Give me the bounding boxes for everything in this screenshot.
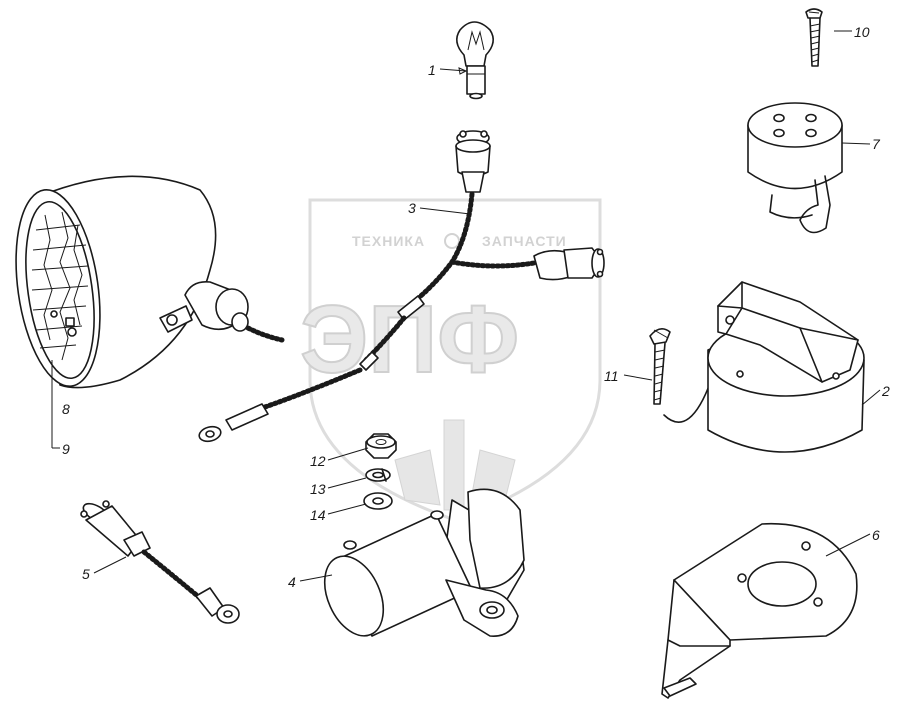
callout-labels: 1 2 3 4 5 6 7 8 9 10 11 12 13 14 [62, 24, 890, 590]
callout-9: 9 [62, 441, 70, 457]
part-12-nut [365, 433, 397, 459]
part-4-capacitor-clamp [323, 488, 525, 637]
part-1-bulb [456, 21, 494, 100]
gear-icon [444, 233, 460, 249]
callout-5: 5 [82, 566, 90, 582]
callout-12: 12 [310, 453, 326, 469]
part-6-mounting-bracket [661, 522, 858, 699]
watermark-right-word: ЗАПЧАСТИ [482, 233, 567, 249]
callout-11: 11 [604, 368, 619, 384]
part-11-screw [649, 328, 671, 405]
headlamp-lens-pattern [31, 211, 89, 361]
part-10-screw [805, 8, 823, 67]
callout-3: 3 [408, 200, 416, 216]
part-5-lamp-socket [80, 500, 240, 624]
part-7-socket [747, 102, 843, 234]
watermark: ТЕХНИКА ЗАПЧАСТИ ЭПФ [299, 198, 602, 522]
watermark-left-word: ТЕХНИКА [352, 233, 425, 249]
part-13-spring-washer [365, 468, 391, 482]
part-3-wiring-harness [198, 130, 605, 443]
callout-4: 4 [288, 574, 296, 590]
callout-6: 6 [872, 527, 880, 543]
callout-2: 2 [881, 383, 890, 399]
callout-8: 8 [62, 401, 70, 417]
part-14-flat-washer [363, 492, 393, 510]
part-8-9-headlamp [15, 175, 285, 449]
callout-7: 7 [872, 136, 881, 152]
part-2-socket-with-cover [663, 281, 865, 453]
leader-lines [93, 30, 881, 582]
callout-1: 1 [428, 62, 436, 78]
callout-13: 13 [310, 481, 326, 497]
callout-10: 10 [854, 24, 870, 40]
callout-14: 14 [310, 507, 326, 523]
